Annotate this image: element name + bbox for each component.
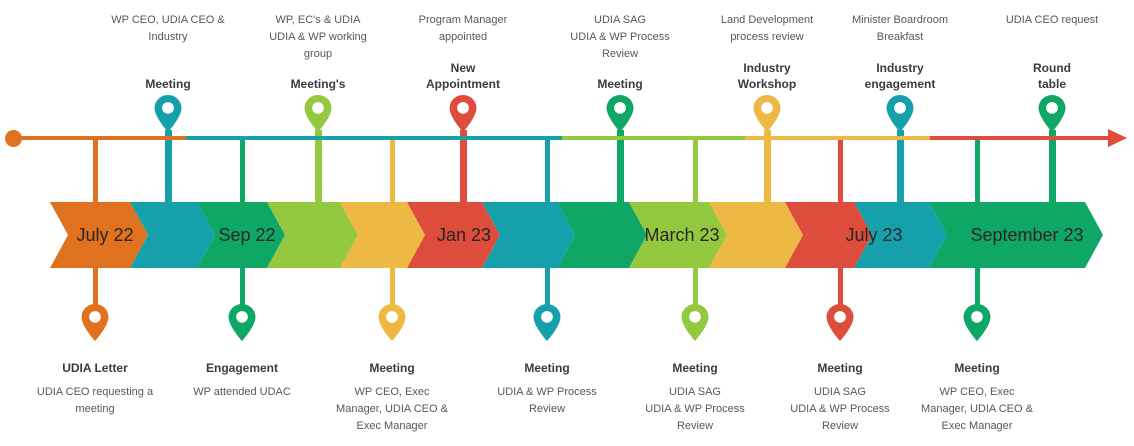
event-title: Meeting xyxy=(817,361,863,375)
axis-segment xyxy=(10,136,186,140)
timeline-event-top-2: WP, EC's & UDIA UDIA & WP working group … xyxy=(248,0,388,134)
location-pin-icon xyxy=(228,304,256,341)
event-detail: WP CEO, Exec Manager, UDIA CEO & Exec Ma… xyxy=(921,386,1033,432)
timeline-event-bottom-4: Meeting UDIA & WP Process Review xyxy=(467,268,627,446)
band-label: July 23 xyxy=(845,225,903,245)
axis-segment xyxy=(562,136,745,140)
event-detail: WP, EC's & UDIA UDIA & WP working group xyxy=(269,14,367,60)
location-pin-icon xyxy=(533,304,561,341)
chevron-september-23 xyxy=(929,202,1103,268)
band-label: March 23 xyxy=(644,225,720,245)
band-label: Sep 22 xyxy=(218,225,276,245)
location-pin-icon xyxy=(449,95,477,132)
timeline-event-top-4: UDIA SAG UDIA & WP Process Review Meetin… xyxy=(550,0,690,134)
location-pin-icon xyxy=(606,95,634,132)
event-detail: Minister Boardroom Breakfast xyxy=(852,14,948,43)
timeline-event-bottom-7: Meeting WP CEO, Exec Manager, UDIA CEO &… xyxy=(897,268,1057,446)
event-title: UDIA Letter xyxy=(62,361,128,375)
event-detail: Program Manager appointed xyxy=(418,14,508,43)
timeline-event-bottom-3: Meeting WP CEO, Exec Manager, UDIA CEO &… xyxy=(312,268,472,446)
timeline-event-top-6: Minister Boardroom Breakfast Industry en… xyxy=(830,0,970,134)
location-pin-icon xyxy=(753,95,781,132)
event-detail: UDIA & WP Process Review xyxy=(497,386,597,415)
event-title: Meeting xyxy=(597,77,643,91)
event-detail: WP CEO, UDIA CEO & Industry xyxy=(111,14,225,43)
event-title: Meeting xyxy=(954,361,1000,375)
event-detail: UDIA CEO requesting a meeting xyxy=(36,386,154,415)
timeline-event-bottom-2: Engagement WP attended UDAC xyxy=(162,268,322,446)
band-label: July 22 xyxy=(76,225,134,245)
axis-segment xyxy=(745,136,930,140)
location-pin-icon xyxy=(963,304,991,341)
event-title: Industry engagement xyxy=(864,61,936,91)
band-label: Jan 23 xyxy=(436,225,492,245)
timeline-event-top-1: WP CEO, UDIA CEO & Industry Meeting xyxy=(98,0,238,134)
connector-line xyxy=(897,130,904,203)
connector-line xyxy=(1049,130,1056,203)
event-title: Industry Workshop xyxy=(737,61,797,91)
timeline-event-bottom-6: Meeting UDIA SAG UDIA & WP Process Revie… xyxy=(760,268,920,446)
axis-segment xyxy=(186,136,562,140)
connector-line xyxy=(315,130,322,203)
event-title: Engagement xyxy=(205,361,278,375)
event-title: Meeting xyxy=(672,361,718,375)
event-title: Meeting's xyxy=(290,77,346,91)
timeline-event-bottom-5: Meeting UDIA SAG UDIA & WP Process Revie… xyxy=(615,268,775,446)
event-detail: UDIA SAG UDIA & WP Process Review xyxy=(645,386,745,432)
band-label: September 23 xyxy=(970,225,1084,245)
connector-line xyxy=(165,130,172,203)
event-detail: WP attended UDAC xyxy=(193,386,291,398)
event-title: Round table xyxy=(1033,61,1071,91)
axis-arrowhead-icon xyxy=(1108,129,1127,147)
event-title: Meeting xyxy=(524,361,570,375)
location-pin-icon xyxy=(154,95,182,132)
event-detail: WP CEO, Exec Manager, UDIA CEO & Exec Ma… xyxy=(336,386,448,432)
event-title: Meeting xyxy=(369,361,415,375)
connector-line xyxy=(460,130,467,203)
timeline-event-top-3: Program Manager appointed New Appointmen… xyxy=(393,0,533,134)
location-pin-icon xyxy=(378,304,406,341)
timeline-event-top-5: Land Development process review Industry… xyxy=(697,0,837,134)
location-pin-icon xyxy=(826,304,854,341)
location-pin-icon xyxy=(1038,95,1066,132)
connector-line xyxy=(764,130,771,203)
event-detail: UDIA SAG UDIA & WP Process Review xyxy=(570,14,670,60)
axis-segment xyxy=(930,136,1112,140)
connector-line xyxy=(617,130,624,203)
location-pin-icon xyxy=(886,95,914,132)
location-pin-icon xyxy=(681,304,709,341)
timeline-event-bottom-1: UDIA Letter UDIA CEO requesting a meetin… xyxy=(15,268,175,446)
event-title: New Appointment xyxy=(426,61,500,91)
event-detail: UDIA SAG UDIA & WP Process Review xyxy=(790,386,890,432)
event-title: Meeting xyxy=(145,77,191,91)
timeline-event-top-7: UDIA CEO request Round table xyxy=(982,0,1122,134)
location-pin-icon xyxy=(81,304,109,341)
event-detail: UDIA CEO request xyxy=(1005,14,1099,26)
location-pin-icon xyxy=(304,95,332,132)
event-detail: Land Development process review xyxy=(720,14,814,43)
